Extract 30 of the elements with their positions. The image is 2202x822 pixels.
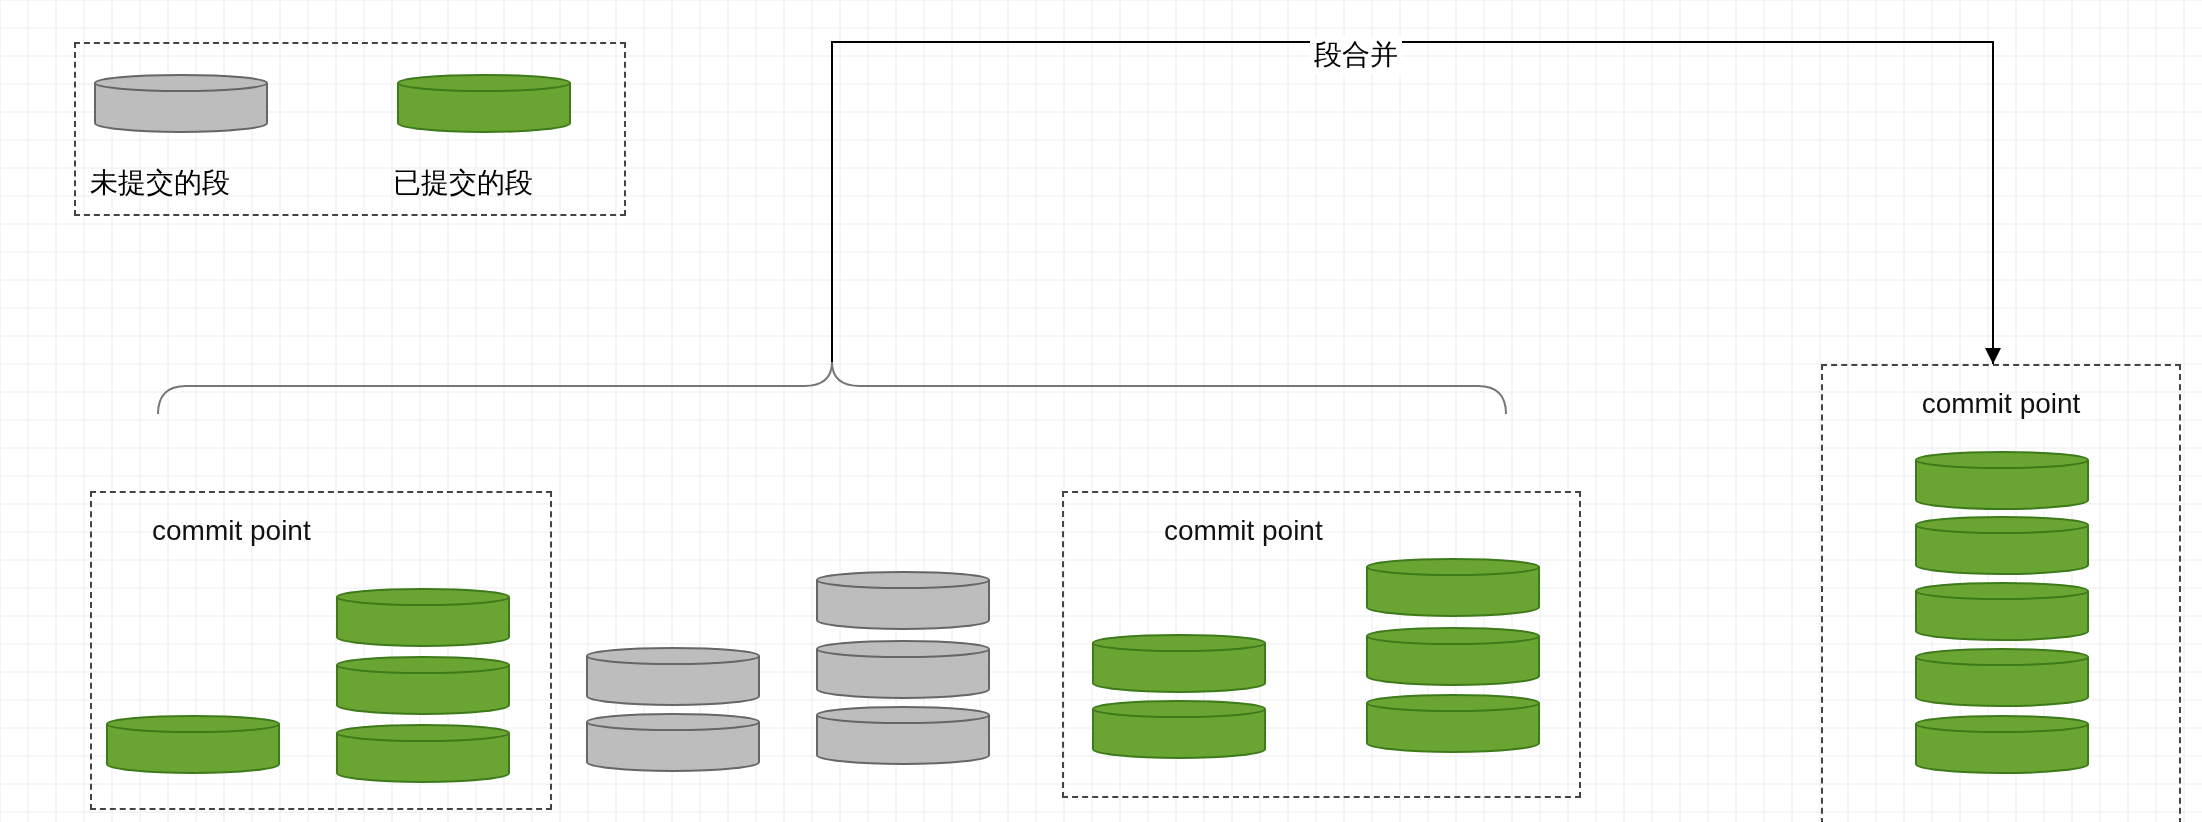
segment-cylinder [586, 713, 760, 772]
segment-cylinder [816, 706, 990, 765]
segment-cylinder [336, 656, 510, 715]
edge-label: 段合并 [1310, 36, 1402, 74]
group-title: commit point [1164, 515, 1323, 547]
segment-cylinder [106, 715, 280, 774]
segment-cylinder [816, 640, 990, 699]
legend-label: 已提交的段 [393, 166, 533, 200]
segment-cylinder [1915, 715, 2089, 774]
segment-cylinder [1915, 516, 2089, 575]
arrow [831, 41, 2001, 365]
segment-cylinder [816, 571, 990, 630]
segment-cylinder [1915, 451, 2089, 510]
group-title: commit point [152, 515, 311, 547]
segment-cylinder [1092, 634, 1266, 693]
group-title: commit point [1921, 388, 2081, 420]
segment-cylinder [336, 724, 510, 783]
segment-cylinder [586, 647, 760, 706]
segment-cylinder [1366, 558, 1540, 617]
segment-cylinder [1366, 627, 1540, 686]
segment-cylinder [1915, 582, 2089, 641]
segment-cylinder [1092, 700, 1266, 759]
legend-label: 未提交的段 [90, 166, 230, 200]
dashed-group-box [1062, 491, 1581, 798]
dashed-group-box [90, 491, 552, 810]
dashed-group-box [1821, 364, 2181, 822]
bracket [157, 362, 1507, 414]
segment-cylinder [1366, 694, 1540, 753]
segment-cylinder [1915, 648, 2089, 707]
segment-cylinder [336, 588, 510, 647]
